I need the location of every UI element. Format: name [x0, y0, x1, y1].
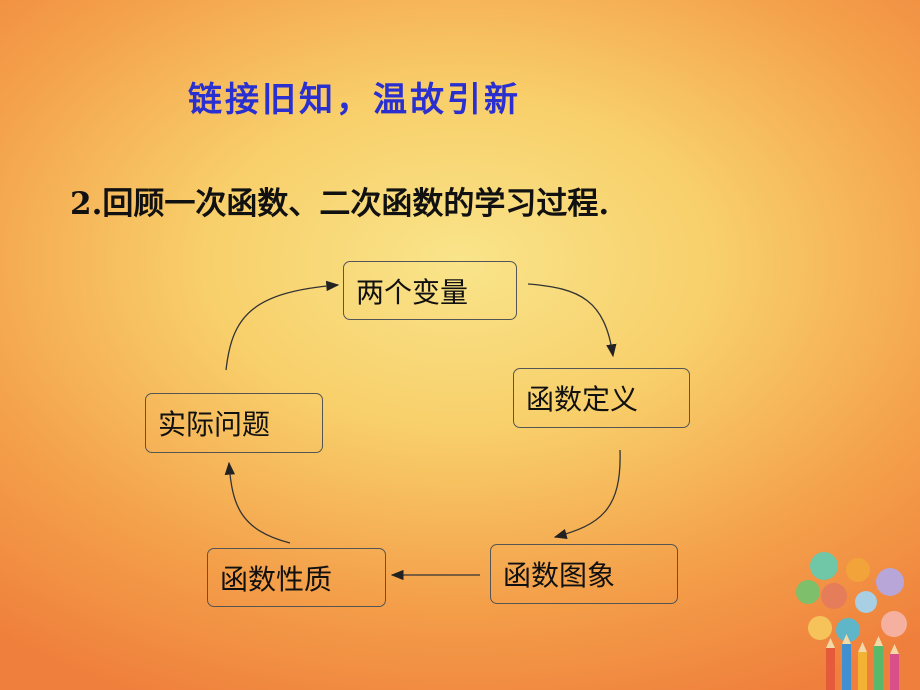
node-function-properties: 函数性质	[207, 548, 386, 607]
node-real-problem: 实际问题	[145, 393, 323, 453]
arrow-problem-to-variables	[225, 280, 340, 371]
node-two-variables: 两个变量	[343, 261, 517, 320]
arrow-variables-to-definition	[527, 283, 617, 358]
arrow-definition-to-graph	[553, 449, 621, 540]
bubble-icon	[846, 558, 870, 582]
bubble-icon	[881, 611, 907, 637]
pencil-icon	[890, 654, 899, 690]
slide-subtitle: 2.回顾一次函数、二次函数的学习过程.	[70, 186, 610, 222]
arrow-properties-to-problem	[224, 461, 291, 544]
node-function-graph: 函数图象	[490, 544, 678, 604]
bubble-icon	[821, 583, 847, 609]
bubble-icon	[810, 552, 838, 580]
node-function-definition: 函数定义	[513, 368, 690, 428]
pencil-icon	[874, 646, 883, 690]
pencil-icon	[858, 652, 867, 690]
pencils-decoration-icon	[796, 552, 907, 690]
bubble-icon	[808, 616, 832, 640]
pencil-icon	[826, 648, 835, 690]
bubble-icon	[876, 568, 904, 596]
bubble-icon	[855, 591, 877, 613]
slide-title: 链接旧知，温故引新	[188, 80, 521, 120]
bubble-icon	[796, 580, 820, 604]
pencil-icon	[842, 644, 851, 690]
bubble-icon	[836, 618, 860, 642]
